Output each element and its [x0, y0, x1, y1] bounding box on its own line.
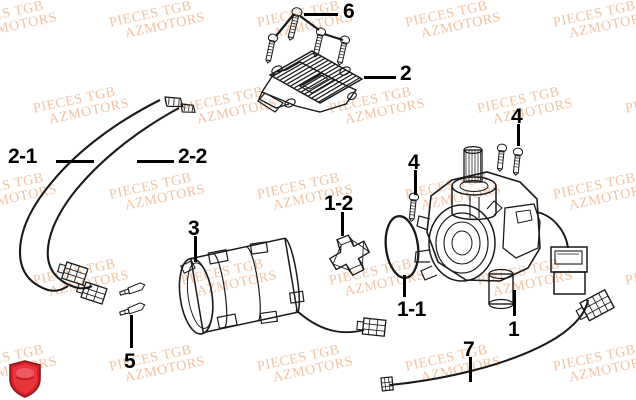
callout-4-right[interactable]: 4 [511, 105, 523, 128]
callout-2-1[interactable]: 2-1 [8, 145, 37, 168]
callout-3-leader [194, 236, 197, 262]
callout-5-leader [130, 315, 133, 348]
callout-6[interactable]: 6 [343, 0, 355, 23]
callout-2-2[interactable]: 2-2 [178, 145, 207, 168]
callout-3[interactable]: 3 [188, 217, 200, 240]
callout-2[interactable]: 2 [400, 62, 412, 85]
part-2-ecu-module [257, 50, 364, 113]
callout-1-2-leader [341, 212, 344, 236]
callout-7[interactable]: 7 [463, 338, 475, 361]
callout-2-leader [364, 76, 396, 79]
callout-1-leader [513, 290, 516, 316]
callout-2-1-leader [56, 160, 94, 163]
callout-1-1-leader [403, 275, 406, 297]
callout-6-leader [304, 13, 338, 16]
part-3-electric-motor [178, 237, 387, 337]
part-1-2-spider-coupler [328, 234, 371, 277]
callout-4-left[interactable]: 4 [408, 151, 420, 174]
part-6-bolts [265, 7, 351, 66]
callout-4-right-leader [517, 124, 520, 146]
part-4-bolts [408, 143, 524, 222]
part-2-2-harness-short [46, 103, 196, 305]
callout-1-1[interactable]: 1-1 [397, 298, 426, 321]
part-7-sensor-cable [380, 288, 616, 392]
part-2-1-harness-long [18, 96, 184, 292]
callout-1-2[interactable]: 1-2 [324, 192, 353, 215]
callout-7-leader [469, 357, 472, 382]
callout-1[interactable]: 1 [508, 318, 520, 341]
gearbox-connector [550, 246, 588, 295]
callout-2-2-leader [137, 160, 174, 163]
part-5-screws [119, 282, 146, 316]
tgb-shield-logo [9, 360, 41, 398]
callout-4-left-leader [414, 170, 417, 195]
part-1-steering-gearbox [414, 146, 588, 310]
callout-5[interactable]: 5 [124, 350, 136, 373]
